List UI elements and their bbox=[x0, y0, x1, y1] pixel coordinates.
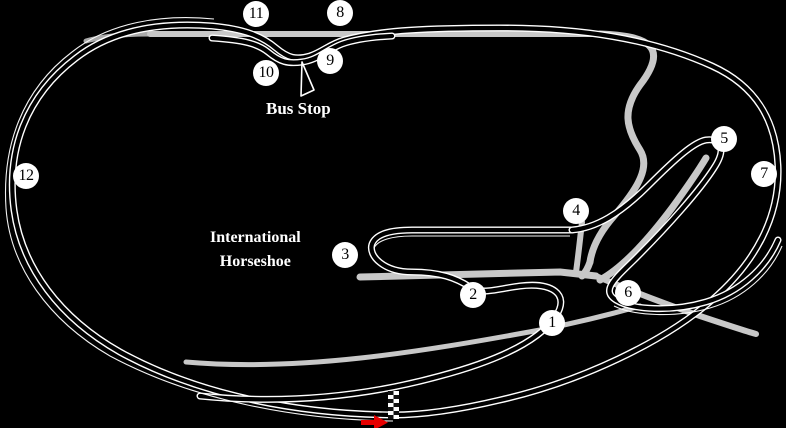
turn-marker-8[interactable]: 8 bbox=[327, 0, 353, 26]
oval-right-sweep bbox=[586, 30, 658, 266]
turn-marker-7[interactable]: 7 bbox=[751, 161, 777, 187]
turn-marker-5[interactable]: 5 bbox=[711, 126, 737, 152]
turn-marker-11[interactable]: 11 bbox=[243, 1, 269, 27]
horseshoe-inner-fill bbox=[197, 227, 575, 402]
inner-loop-edge-hairline bbox=[613, 245, 783, 316]
turn-marker-10[interactable]: 10 bbox=[253, 60, 279, 86]
turn-marker-9[interactable]: 9 bbox=[317, 48, 343, 74]
international-horseshoe-label: International Horseshoe bbox=[210, 229, 301, 270]
horseshoe-edge-hairline bbox=[373, 235, 570, 249]
inner-loop-inner-fill bbox=[569, 137, 781, 311]
infield-horseshoe-section bbox=[196, 226, 576, 403]
bus-stop-label: Bus Stop bbox=[266, 99, 331, 118]
outer-edge-hairline bbox=[4, 17, 394, 422]
gray-inner-loop-bypass bbox=[596, 154, 710, 284]
track-edge-hairlines bbox=[4, 17, 783, 422]
start-finish-line bbox=[361, 391, 399, 428]
turn-marker-3[interactable]: 3 bbox=[332, 242, 358, 268]
inactive-oval-track bbox=[83, 30, 759, 368]
esses-inner-loop-section bbox=[568, 136, 782, 312]
turn-marker-1[interactable]: 1 bbox=[539, 310, 565, 336]
bus-stop-pointer-icon bbox=[300, 61, 315, 97]
inner-loop-outline bbox=[568, 136, 782, 312]
turn-marker-4[interactable]: 4 bbox=[563, 198, 589, 224]
turn-marker-2[interactable]: 2 bbox=[460, 282, 486, 308]
bus-stop-chicane bbox=[208, 32, 396, 67]
turn-marker-6[interactable]: 6 bbox=[615, 280, 641, 306]
direction-arrow-icon bbox=[361, 415, 388, 428]
checker-strip bbox=[388, 391, 399, 419]
gray-pit-straight bbox=[183, 303, 643, 368]
turn-marker-12[interactable]: 12 bbox=[13, 163, 39, 189]
